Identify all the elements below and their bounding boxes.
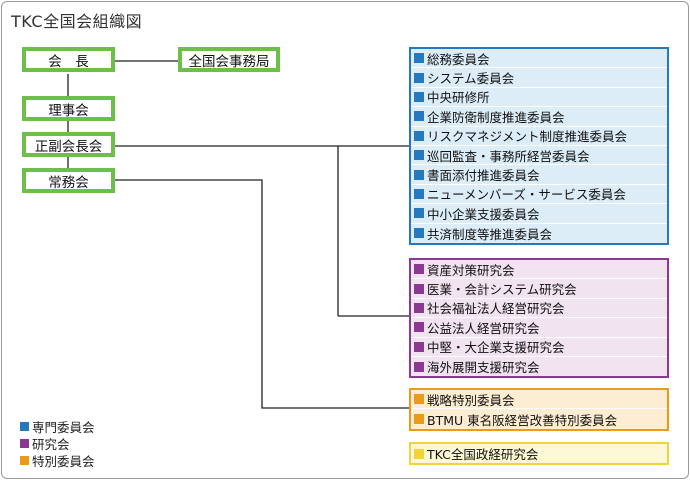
legend: 専門委員会 研究会 特別委員会 [20,418,95,469]
blue-square-icon [414,169,424,180]
blue-square-icon [414,188,424,199]
committee-item: リスクマネジメント制度推進委員会 [411,126,667,146]
purple-square-icon [414,264,424,275]
committee-item: システム委員会 [411,68,667,88]
purple-square-icon [414,341,424,352]
purple-square-icon [414,302,424,313]
research-item: 医業・会計システム研究会 [411,279,667,299]
purple-square-icon [20,439,29,448]
group-special: 戦略特別委員会 BTMU 東名阪経営改善特別委員会 [409,388,669,431]
research-item: 中堅・大企業支援研究会 [411,337,667,357]
political-item: TKC全国政経研究会 [411,444,667,464]
group-research: 資産対策研究会 医業・会計システム研究会 社会福祉法人経営研究会 公益法人経営研… [409,258,669,379]
blue-square-icon [414,228,424,239]
research-item: 資産対策研究会 [411,260,667,280]
purple-square-icon [414,322,424,333]
line-executive-to-special [114,179,409,409]
blue-square-icon [414,53,424,64]
node-secretariat: 全国会事務局 [178,47,280,72]
orange-square-icon [414,414,424,425]
group-political: TKC全国政経研究会 [409,442,669,466]
special-item: BTMU 東名阪経営改善特別委員会 [411,409,667,429]
purple-square-icon [414,361,424,372]
research-item: 公益法人経営研究会 [411,318,667,338]
special-item: 戦略特別委員会 [411,390,667,410]
node-board: 理事会 [22,96,115,121]
blue-square-icon [414,130,424,141]
blue-square-icon [414,150,424,161]
committee-item: 企業防衛制度推進委員会 [411,107,667,127]
legend-item: 特別委員会 [20,452,95,469]
orange-square-icon [20,456,29,465]
blue-square-icon [20,422,29,431]
committee-item: 中小企業支援委員会 [411,204,667,224]
research-item: 社会福祉法人経営研究会 [411,298,667,319]
blue-square-icon [414,72,424,83]
node-vice-presidents: 正副会長会 [22,132,115,157]
blue-square-icon [414,208,424,219]
yellow-square-icon [414,448,424,459]
purple-square-icon [414,283,424,294]
node-president: 会 長 [22,47,115,72]
group-committees: 総務委員会 システム委員会 中央研修所 企業防衛制度推進委員会 リスクマネジメン… [409,47,669,245]
committee-item: 総務委員会 [411,49,667,69]
committee-item: ニューメンバーズ・サービス委員会 [411,184,667,205]
blue-square-icon [414,91,424,102]
research-item: 海外展開支援研究会 [411,356,667,377]
page-title: TKC全国会組織図 [11,12,143,31]
blue-square-icon [414,111,424,122]
committee-item: 中央研修所 [411,87,667,108]
orange-square-icon [414,394,424,405]
committee-item: 巡回監査・事務所経営委員会 [411,145,667,166]
committee-item: 書面添付推進委員会 [411,165,667,185]
legend-item: 研究会 [20,435,95,452]
node-executive: 常務会 [22,168,115,193]
committee-item: 共済制度等推進委員会 [411,223,667,243]
legend-item: 専門委員会 [20,418,95,435]
